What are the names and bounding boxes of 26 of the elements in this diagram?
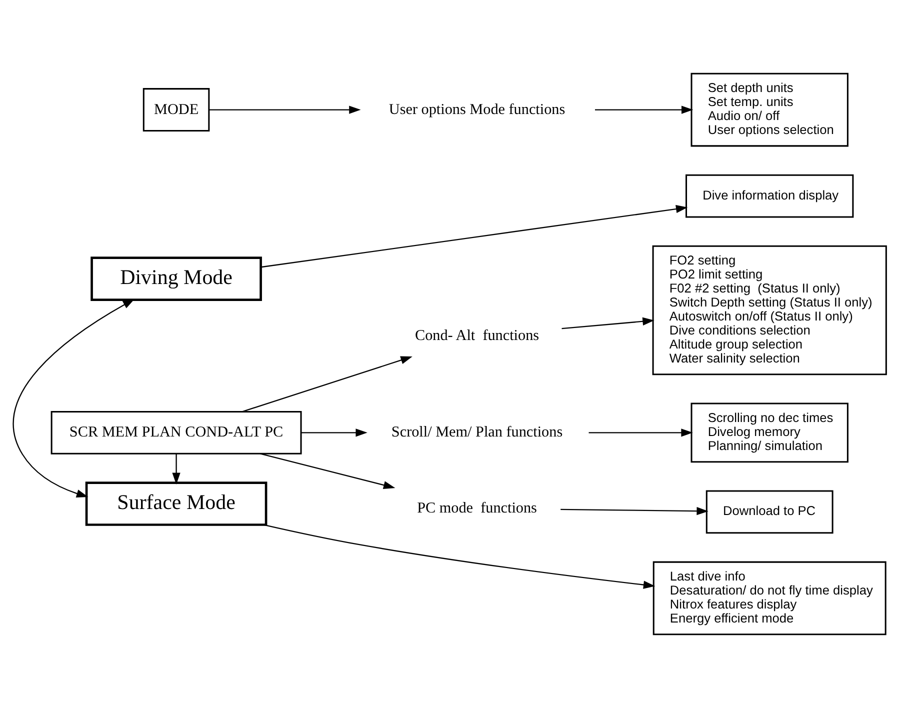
node-text: User options Mode functions [388, 100, 566, 118]
arrow [260, 204, 688, 268]
arrow [264, 524, 656, 588]
node-box: Dive information display [686, 174, 854, 218]
arrow [209, 105, 361, 114]
node-box: Last dive info Desaturation/ do not fly time display Nitrox features display Energy efficient mode [652, 560, 886, 635]
node-text: Cond- Alt functions [414, 326, 540, 344]
arrow [588, 428, 693, 436]
arrow [562, 316, 654, 329]
arrow [595, 105, 694, 114]
node-box: Scrolling no dec times Divelog memory Planning/ simulation [690, 402, 848, 462]
node-text: PC mode functions [417, 498, 537, 516]
node-box: Surface Mode [85, 481, 268, 526]
arrow [560, 506, 708, 515]
arrow [301, 428, 368, 436]
node-box: FO2 setting PO2 limit setting F02 #2 setting (Status II only) Switch Depth setting (Status II only) Autoswitch on/off (Status II only) Dive conditions selection Altitude group selection Water salinity selection [652, 244, 887, 375]
node-box: MODE [142, 88, 210, 132]
arrow [12, 298, 135, 497]
arrow [260, 452, 396, 489]
arrow [172, 453, 180, 484]
node-box: SCR MEM PLAN COND-ALT PC [50, 410, 302, 454]
node-box: Set depth units Set temp. units Audio on/ off User options selection [690, 72, 848, 146]
node-box: Diving Mode [90, 256, 262, 300]
node-text: Scroll/ Mem/ Plan functions [391, 423, 563, 440]
arrow [242, 356, 412, 412]
node-box: Download to PC [706, 490, 834, 534]
